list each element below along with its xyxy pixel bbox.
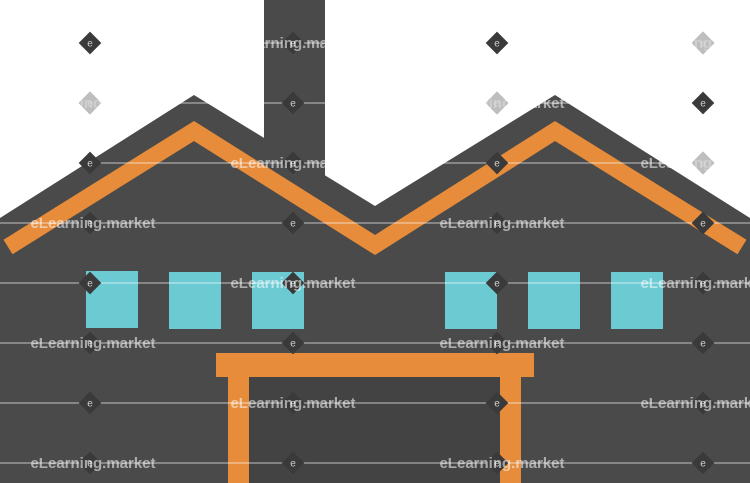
watermark-mark: e [700, 219, 706, 230]
watermark-diamond-icon [485, 271, 509, 295]
watermark-text: eLearning.market [640, 395, 750, 412]
watermark: eeeeeLearning.marketeLearning.marketeeee… [0, 31, 750, 475]
watermark-diamond-icon [281, 271, 305, 295]
watermark-diamond-icon [485, 391, 509, 415]
watermark-diamond-icon [78, 31, 102, 55]
watermark-mark: e [494, 219, 500, 230]
watermark-diamond-icon [281, 91, 305, 115]
watermark-mark: e [87, 399, 93, 410]
watermark-diamond-icon [78, 271, 102, 295]
watermark-mark: e [87, 459, 93, 470]
windows [86, 271, 663, 329]
watermark-mark: e [700, 339, 706, 350]
watermark-text: eLearning.market [30, 215, 155, 232]
garage-post-left [228, 376, 249, 483]
watermark-text: eLearning.market [230, 155, 355, 172]
watermark-diamond-icon [691, 271, 715, 295]
watermark-diamond-icon [485, 451, 509, 475]
watermark-text: eLearning.market [230, 35, 355, 52]
watermark-mark: e [290, 219, 296, 230]
watermark-mark: e [87, 159, 93, 170]
watermark-mark: e [494, 399, 500, 410]
window [528, 272, 580, 329]
watermark-diamond-icon [78, 451, 102, 475]
watermark-mark: e [494, 39, 500, 50]
garage-lintel [216, 353, 534, 377]
watermark-mark: e [700, 279, 706, 290]
watermark-diamond-icon [485, 331, 509, 355]
watermark-diamond-icon [281, 331, 305, 355]
watermark-mark: e [290, 279, 296, 290]
watermark-diamond-icon [691, 391, 715, 415]
watermark-mark: e [494, 339, 500, 350]
watermark-mark: e [494, 279, 500, 290]
window [169, 272, 221, 329]
watermark-mark: e [494, 159, 500, 170]
watermark-text: eLearning.market [230, 275, 355, 292]
watermark-diamond-icon [281, 451, 305, 475]
watermark-mark: e [87, 219, 93, 230]
watermark-mark: e [290, 39, 296, 50]
watermark-diamond-icon [485, 91, 509, 115]
watermark-text: eLearning.market [230, 395, 355, 412]
watermark-text: eLearning.market [439, 455, 564, 472]
watermark-text: eLearning.market [439, 335, 564, 352]
watermark-mark: e [290, 459, 296, 470]
watermark-diamond-icon [78, 91, 102, 115]
watermark-diamond-icon [691, 451, 715, 475]
watermark-diamond-icon [78, 391, 102, 415]
watermark-text: eLearning.market [30, 335, 155, 352]
watermark-mark: e [700, 399, 706, 410]
watermark-text: eLearning.market [439, 215, 564, 232]
watermark-text: eLearning.market [640, 275, 750, 292]
watermark-diamond-icon [691, 91, 715, 115]
watermark-mark: e [87, 339, 93, 350]
watermark-mark: e [87, 39, 93, 50]
watermark-diamond-icon [281, 391, 305, 415]
watermark-mark: e [494, 459, 500, 470]
roof-trim [3, 120, 747, 256]
watermark-mark: e [87, 279, 93, 290]
watermark-text: eLearning.market [30, 455, 155, 472]
watermark-mark: e [700, 99, 706, 110]
watermark-mark: e [290, 399, 296, 410]
window [611, 272, 663, 329]
watermark-diamond-icon [78, 331, 102, 355]
watermark-mark: e [290, 339, 296, 350]
watermark-mark: e [700, 459, 706, 470]
watermark-diamond-icon [691, 331, 715, 355]
watermark-mark: e [290, 159, 296, 170]
watermark-mark: e [290, 99, 296, 110]
watermark-diamond-icon [78, 211, 102, 235]
watermark-diamond-icon [78, 151, 102, 175]
